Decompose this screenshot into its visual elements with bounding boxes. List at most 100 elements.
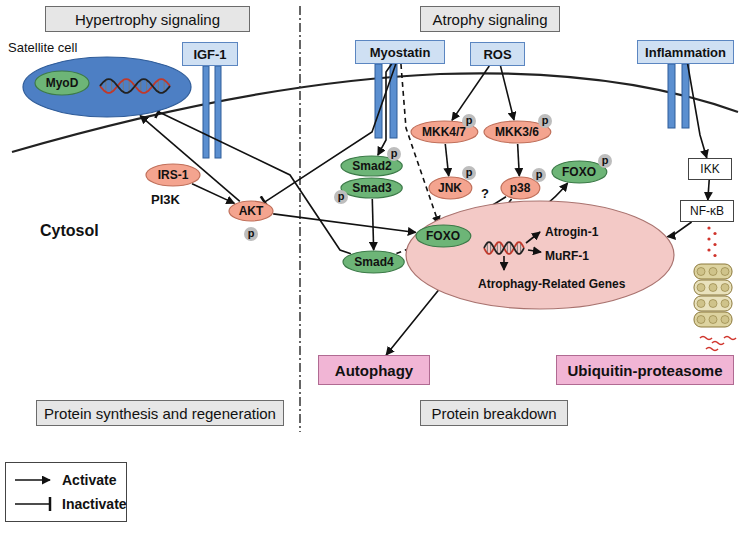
activate-connector	[667, 222, 691, 237]
text-holder: Smad3	[340, 177, 403, 199]
label-holder: p	[532, 164, 546, 182]
section-footer: Protein breakdown	[420, 400, 568, 426]
fragment	[700, 337, 712, 340]
node-label: p38	[510, 181, 531, 195]
label-holder: p	[244, 223, 258, 241]
legend-line	[15, 503, 50, 505]
outcome-box: Autophagy	[318, 355, 430, 385]
proteasome-subunit	[697, 268, 705, 276]
phospho-mark: p	[538, 114, 552, 128]
helix-rung	[105, 80, 106, 92]
ellipse-shape	[416, 225, 471, 247]
node-label: FOXO	[426, 229, 460, 243]
helix-strand	[100, 79, 170, 93]
label-holder: Cytosol	[40, 222, 99, 240]
helix-rung	[129, 80, 130, 92]
fragment	[712, 342, 724, 345]
phospho-mark: p	[462, 166, 476, 180]
phospho-mark: p	[334, 190, 348, 204]
text-holder: IRS-1	[145, 163, 201, 187]
node-label: Autophagy	[335, 362, 413, 379]
section-header: Hypertrophy signaling	[45, 6, 250, 32]
node-label: MKK4/7	[422, 125, 466, 139]
gene-arrow	[528, 250, 541, 252]
protein-ellipse: FOXO	[415, 224, 472, 248]
phospho-mark: p	[387, 147, 401, 161]
node-label: ROS	[483, 47, 511, 62]
proteasome-symbol	[694, 264, 732, 327]
proteasome-ring	[694, 312, 732, 327]
text-holder: MyoD	[34, 70, 90, 96]
activate-connector	[192, 184, 234, 204]
ubiquitin-dot	[707, 248, 710, 251]
text-holder: Ubiquitin-proteasome	[557, 356, 733, 384]
legend-line	[15, 479, 50, 481]
kinase-ellipse: IRS-1	[145, 163, 201, 187]
fragment	[724, 337, 736, 340]
proteasome-ring	[694, 280, 732, 295]
legend-text: Inactivate	[62, 496, 127, 512]
legend-text: Activate	[62, 472, 116, 488]
ellipse-shape	[23, 57, 191, 117]
ubiquitin-dot	[713, 243, 716, 246]
legend-row: Inactivate	[12, 492, 120, 516]
ubiquitin-dot	[707, 237, 710, 240]
ellipse-shape	[429, 177, 472, 199]
dna-helix	[100, 79, 170, 93]
node-label: Smad2	[352, 159, 391, 173]
peptide-fragments	[700, 337, 736, 351]
gene-arrows	[504, 232, 541, 270]
ligand-box: Myostatin	[355, 40, 445, 64]
process-box: NF-κB	[680, 200, 734, 222]
node-label: Hypertrophy signaling	[75, 11, 220, 28]
proteasome-subunit	[709, 284, 717, 292]
node-label: MuRF-1	[545, 249, 589, 263]
edge-label: ?	[480, 186, 490, 201]
node-label: MKK3/6	[495, 125, 539, 139]
node-label: IRS-1	[158, 168, 189, 182]
label-holder: p	[387, 143, 401, 161]
node-label: IKK	[700, 162, 719, 176]
text-holder: Autophagy	[319, 356, 429, 384]
section-header: Atrophy signaling	[420, 6, 560, 32]
ligand-box: Inflammation	[637, 40, 734, 64]
proteasome-ring	[694, 296, 732, 311]
process-box: IKK	[688, 158, 732, 180]
divider-line	[299, 6, 301, 432]
text-holder: Smad4	[342, 250, 405, 274]
helix-strand	[484, 242, 524, 254]
activate-connector	[401, 64, 439, 224]
nucleus: FOXO Atrogin-1MuRF-1Atrophagy-Related Gen…	[405, 200, 675, 310]
text-holder: ROS	[471, 43, 524, 65]
label-holder: p	[538, 110, 552, 128]
inhibit-connector	[265, 64, 396, 202]
receptor-symbol	[203, 64, 689, 158]
proteasome-subunit	[709, 268, 717, 276]
ellipse-shape	[146, 164, 200, 186]
outcome-box: Ubiquitin-proteasome	[556, 355, 734, 385]
label-holder: p	[462, 110, 476, 128]
helix-rung	[146, 80, 147, 92]
ubiquitin-dots	[707, 226, 716, 257]
proteasome-subunit	[709, 300, 717, 308]
activate-connector	[445, 144, 448, 176]
fragment	[706, 348, 718, 351]
edge-label-holder: ?	[480, 184, 490, 202]
proteasome-subunit	[721, 284, 729, 292]
ellipse-shape	[229, 201, 273, 221]
proteasome-subunit	[721, 300, 729, 308]
node-label: Atrogin-1	[545, 225, 598, 239]
node-label: NF-κB	[690, 204, 724, 218]
satellite-cell: MyoDSatellite cell	[22, 56, 192, 118]
edge-label-holder: PI3K	[150, 190, 181, 208]
node-label: Atrophagy-Related Genes	[478, 277, 625, 291]
gene-arrow	[526, 232, 540, 243]
node-label: Ubiquitin-proteasome	[567, 362, 722, 379]
kinase-ellipse: AKT	[228, 200, 274, 222]
ubiquitin-dot	[707, 226, 710, 229]
helix-strand	[484, 242, 524, 254]
activate-connector	[500, 66, 514, 120]
text-holder: Atrophy signaling	[421, 7, 559, 31]
text-holder: MuRF-1	[545, 246, 589, 264]
text-holder: IGF-1	[183, 43, 237, 65]
